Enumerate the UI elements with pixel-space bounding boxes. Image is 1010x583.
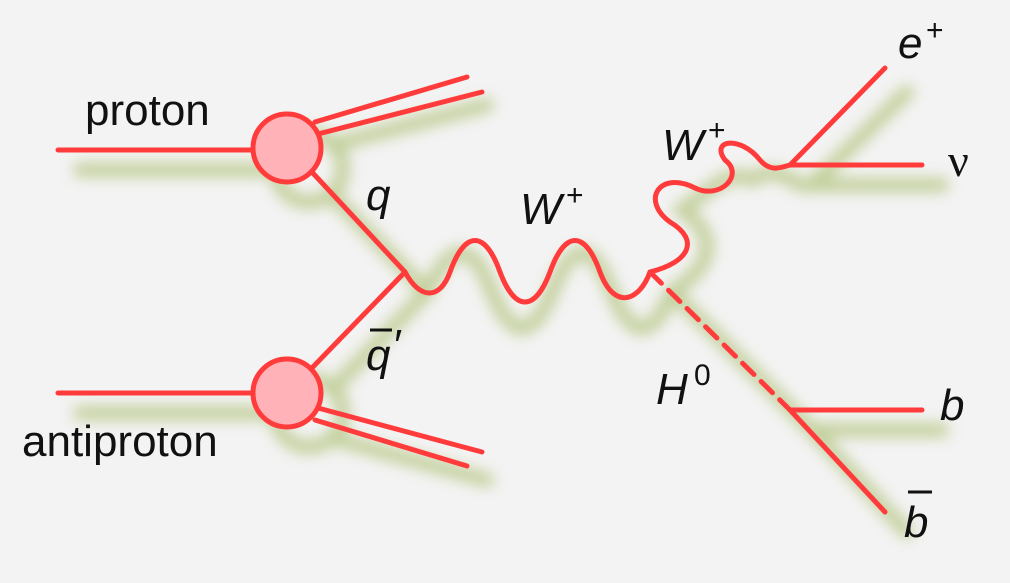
w-top-label: W + bbox=[662, 114, 726, 170]
antiquark-label: q ′ bbox=[366, 321, 402, 380]
particle-lines bbox=[55, 65, 925, 515]
w-boson-wave-top bbox=[647, 140, 793, 275]
quark-label: q bbox=[366, 171, 391, 220]
w-mid-label: W + bbox=[520, 179, 584, 234]
positron-letter: e bbox=[898, 19, 922, 68]
antibottom-label: b bbox=[904, 490, 932, 547]
neutrino-label: ν bbox=[948, 135, 969, 186]
proton-label: proton bbox=[85, 86, 210, 135]
antiproton-label: antiproton bbox=[22, 417, 218, 466]
quark-line bbox=[307, 167, 408, 275]
w-mid-letter: W bbox=[520, 185, 565, 234]
higgs-letter: H bbox=[656, 365, 688, 414]
w-top-charge: + bbox=[708, 114, 726, 147]
antiquark-prime: ′ bbox=[392, 321, 402, 370]
higgs-line bbox=[647, 269, 793, 413]
positron-charge: + bbox=[926, 14, 944, 47]
higgs-charge: 0 bbox=[694, 359, 711, 392]
proton-remnant-line-b bbox=[315, 89, 485, 137]
w-top-letter: W bbox=[662, 121, 707, 170]
antiproton-vertex bbox=[250, 356, 324, 430]
positron-line bbox=[787, 65, 888, 168]
antibottom-letter: b bbox=[904, 498, 928, 547]
antiproton-remnant-line-a bbox=[315, 405, 485, 455]
antibottom-line bbox=[787, 407, 888, 515]
proton-vertex bbox=[250, 111, 324, 185]
w-mid-charge: + bbox=[566, 179, 584, 212]
antiproton-remnant-line-b bbox=[312, 417, 470, 469]
bottom-label: b bbox=[940, 381, 964, 430]
positron-label: e + bbox=[898, 14, 944, 68]
antiquark-letter: q bbox=[366, 331, 391, 380]
shadow-layer bbox=[73, 85, 949, 539]
higgs-label: H 0 bbox=[656, 359, 711, 414]
antiquark-line bbox=[305, 269, 408, 375]
proton-remnant-line-a bbox=[312, 74, 470, 125]
w-boson-wave-mid bbox=[402, 238, 653, 305]
